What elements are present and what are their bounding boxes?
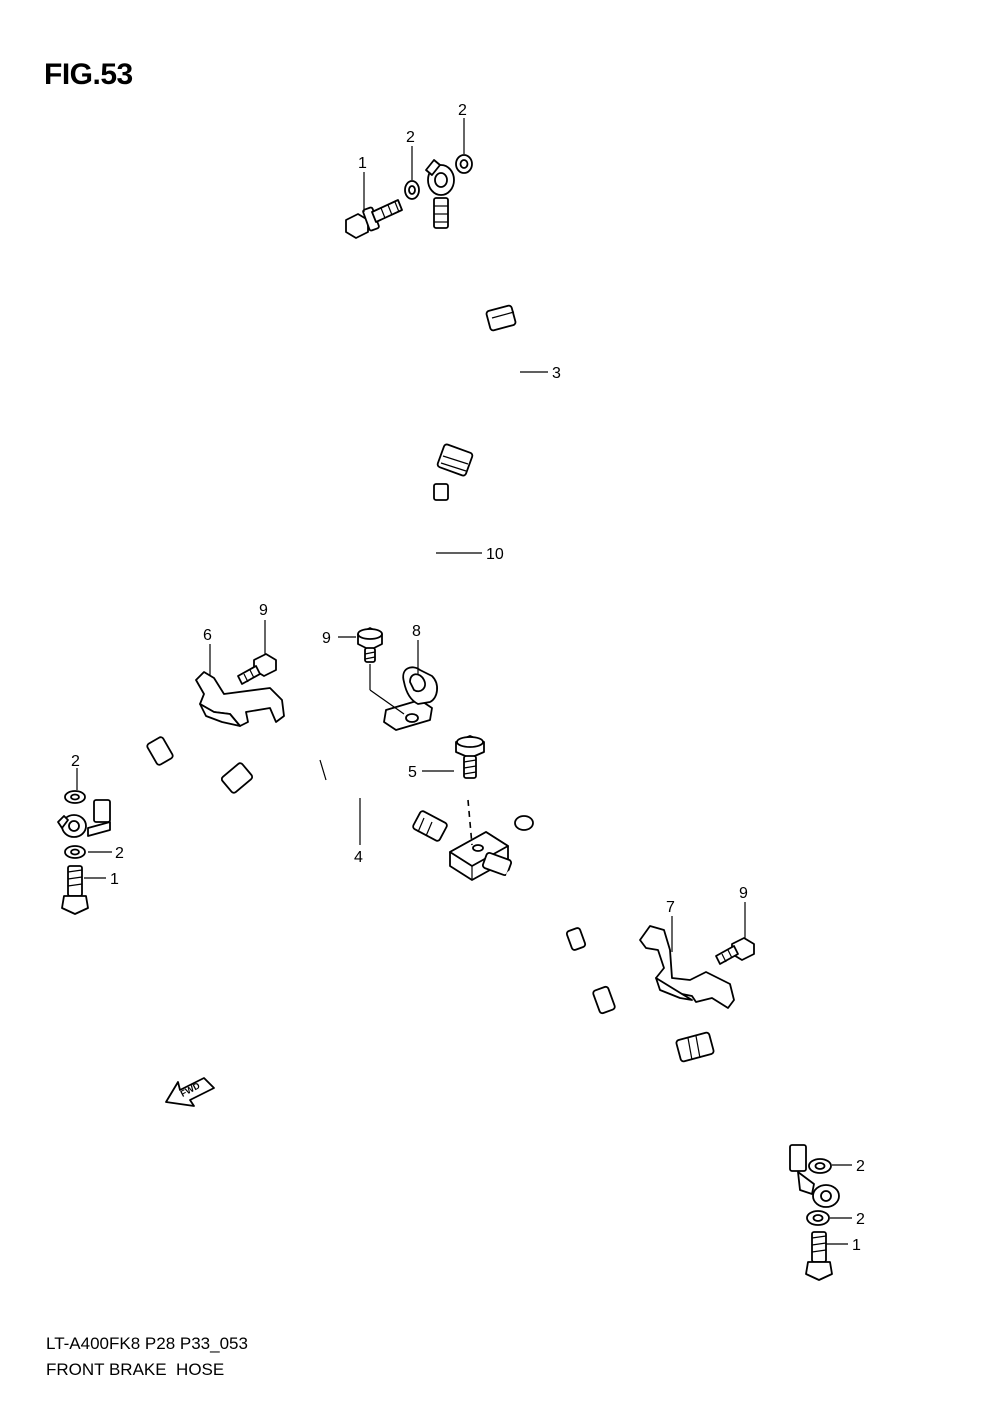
bracket-bolt-right bbox=[715, 937, 755, 965]
pipe-clamp bbox=[383, 666, 438, 731]
bracket-bolt-left bbox=[237, 653, 277, 685]
callout-2: 2 bbox=[856, 1158, 865, 1175]
callout-6: 6 bbox=[203, 627, 212, 644]
brake-pipe bbox=[429, 483, 548, 831]
callout-8: 8 bbox=[412, 623, 421, 640]
joint-bolt bbox=[455, 735, 485, 779]
clamp-bolt bbox=[357, 627, 383, 663]
figure-footer: LT-A400FK8 P28 P33_053 FRONT BRAKE HOSE bbox=[46, 1331, 248, 1383]
hose-bracket-right bbox=[639, 925, 735, 1009]
forward-direction-arrow: FWD bbox=[165, 1077, 215, 1107]
callout-9: 9 bbox=[739, 885, 748, 902]
callout-2: 2 bbox=[115, 845, 124, 862]
callout-1: 1 bbox=[358, 155, 367, 172]
figure-caption: FRONT BRAKE HOSE bbox=[46, 1360, 225, 1379]
figure-title: FIG.53 bbox=[44, 58, 133, 91]
callout-10: 10 bbox=[486, 546, 504, 563]
left-brake-hose bbox=[57, 704, 448, 842]
callouts: 1 2 2 3 10 9 6 9 8 2 5 2 1 4 7 9 2 2 1 bbox=[71, 102, 865, 1254]
hose-bracket-left bbox=[195, 671, 285, 727]
banjo-bolt-top bbox=[345, 199, 403, 239]
callout-9: 9 bbox=[259, 602, 268, 619]
right-brake-hose bbox=[506, 870, 840, 1208]
callout-5: 5 bbox=[408, 764, 417, 781]
leader-lines bbox=[76, 118, 852, 1245]
callout-1: 1 bbox=[852, 1237, 861, 1254]
three-way-joint bbox=[449, 831, 513, 881]
model-code: LT-A400FK8 P28 P33_053 bbox=[46, 1334, 248, 1353]
banjo-bolt-left bbox=[61, 865, 89, 915]
callout-2: 2 bbox=[406, 129, 415, 146]
callout-1: 1 bbox=[110, 871, 119, 888]
callout-7: 7 bbox=[666, 899, 675, 916]
upper-brake-hose bbox=[425, 159, 520, 477]
banjo-bolt-right bbox=[805, 1231, 833, 1281]
callout-2: 2 bbox=[458, 102, 467, 119]
callout-2: 2 bbox=[71, 753, 80, 770]
callout-3: 3 bbox=[552, 365, 561, 382]
callout-4: 4 bbox=[354, 849, 363, 866]
callout-9: 9 bbox=[322, 630, 331, 647]
callout-2: 2 bbox=[856, 1211, 865, 1228]
